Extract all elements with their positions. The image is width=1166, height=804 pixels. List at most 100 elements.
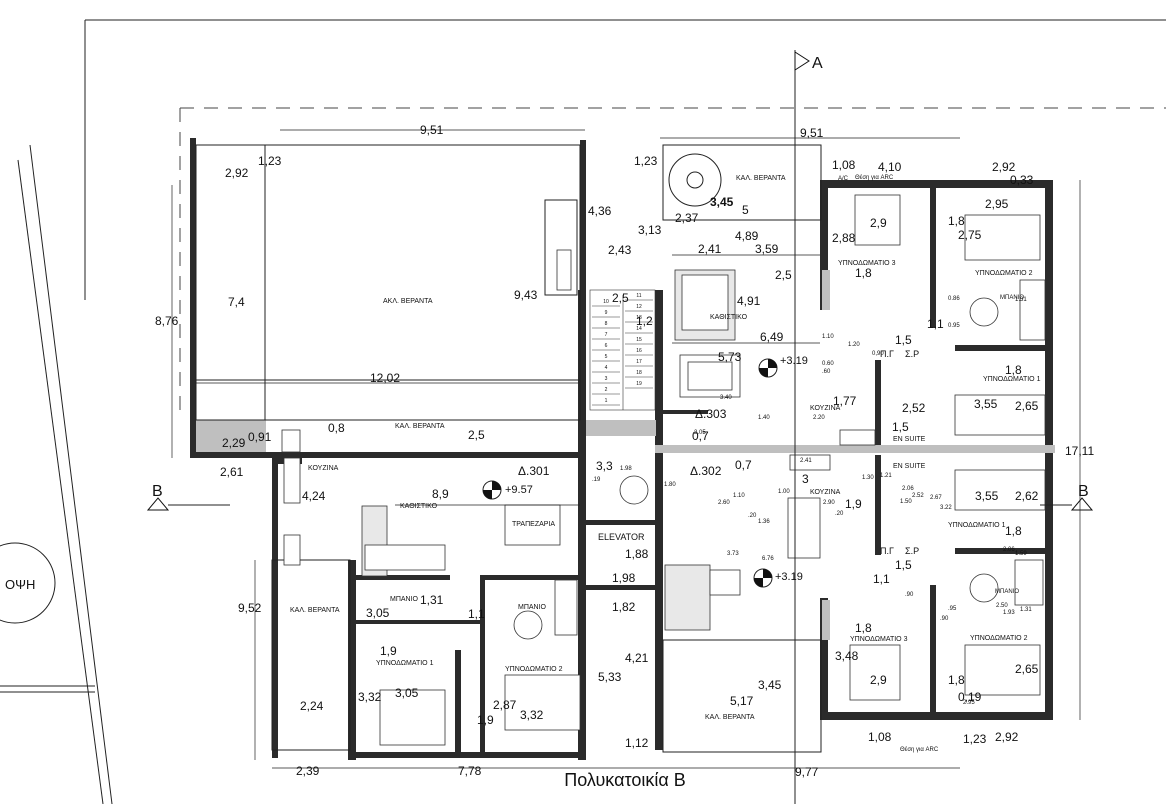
dim: 1,08 [832,158,856,172]
dim: 0,91 [248,430,272,444]
dim: 2,29 [222,436,246,450]
dim: .20 [748,513,757,519]
dim: 2,41 [698,242,722,256]
dim: 6,49 [760,330,784,344]
dim: 2,92 [995,730,1019,744]
dim: 2,92 [225,166,249,180]
dim: 4,24 [302,489,326,503]
dim: 1,8 [948,673,965,687]
dim: 2.06 [902,486,914,492]
dim: 1.31 [1015,297,1027,303]
dim: .20 [835,511,844,517]
dim: 2.20 [813,415,825,421]
dim: 2,24 [300,699,324,713]
dim: 2.67 [930,495,942,501]
apt-302: Δ.302 [690,464,722,478]
dim: 2,92 [992,160,1016,174]
dim: 2,9 [870,216,887,230]
section-markers [0,50,1094,804]
level-302: +3.19 [775,571,803,583]
dim: 1.93 [1003,610,1015,616]
dim: 1,23 [963,732,987,746]
dim: 2,5 [775,268,792,282]
apt-301: Δ.301 [518,464,550,478]
facade-label: ΟΨΗ [5,577,35,592]
dim: 9,51 [800,126,824,140]
dim: 1.80 [664,482,676,488]
dim: 7,78 [458,764,482,778]
stair-number: 3 [605,376,608,382]
dim: 1,1 [927,317,944,331]
dim: 2,75 [958,228,982,242]
dim: 1,08 [868,730,892,744]
dim: 2.41 [800,458,812,464]
dim: 2,62 [1015,489,1039,503]
dim: 3.22 [940,505,952,511]
room-pr-b: Π.Γ [880,546,894,556]
room-bed2-303: ΥΠΝΟΔΩΜΑΤΙΟ 2 [975,270,1033,277]
dim: 2,52 [902,401,926,415]
dim: 3,55 [974,397,998,411]
room-ensuite-a: EN SUITE [893,436,926,443]
dim: 1,2 [636,314,653,328]
dim: 1,88 [625,547,649,561]
dim: 8,76 [155,314,179,328]
dim: 4,36 [588,204,612,218]
dim: 6.76 [762,556,774,562]
dim: 2,95 [985,197,1009,211]
dim: .60 [822,369,831,375]
dim: 2,39 [296,764,320,778]
dim: 1.00 [778,489,790,495]
dim: 2.52 [912,493,924,499]
room-er-a: Σ.Ρ [905,349,919,359]
stair-number: 9 [605,310,608,316]
dim: 1,77 [833,394,857,408]
room-ac-note-top: Θέση για ARC [855,174,894,181]
dim: 3 [802,472,809,486]
stair-number: 18 [636,370,642,376]
dim: 1.30 [862,475,874,481]
dim: 1.36 [758,519,770,525]
dim: 2.90 [823,500,835,506]
dim: 2,88 [832,231,856,245]
room-bed1-303: ΥΠΝΟΔΩΜΑΤΙΟ 1 [983,376,1041,383]
dim: 2.05 [694,430,706,436]
stair-number: 15 [636,337,642,343]
room-bath-302: ΜΠΑΝΙΟ [995,589,1019,595]
stair-number: 19 [636,381,642,387]
dim: 3.40 [720,395,732,401]
dim: 4,89 [735,229,759,243]
dim: 0,90 [872,351,884,357]
dim: 1.21 [880,473,892,479]
dim: 0,7 [692,429,709,443]
dim: 3,3 [596,459,613,473]
dim: 2,65 [1015,399,1039,413]
dim: .95 [948,606,957,612]
dim: 3,05 [395,686,419,700]
dim: 1,1 [468,607,485,621]
stair-number: 2 [605,387,608,393]
interior-lines [195,144,822,753]
dim: 1,23 [258,154,282,168]
dim: 9,51 [420,123,444,137]
dim: 3,05 [366,606,390,620]
dim: 9,52 [238,601,262,615]
room-veranda-bottom: ΚΑΛ. ΒΕΡΑΝΤΑ [705,714,755,721]
labels: Πολυκατοικία Β A B B ΟΨΗ +9.57 +3.19 +3.… [5,55,1089,790]
dim: 1,8 [855,621,872,635]
dim: 1,98 [612,571,636,585]
dim: 4,21 [625,651,649,665]
room-dining-301: ΤΡΑΠΕΖΑΡΙΑ [512,521,555,528]
dim: 8,9 [432,487,449,501]
dim: 3,45 [710,195,734,209]
dim: 2.60 [718,500,730,506]
dim: 17,11 [1065,444,1094,458]
level-303: +3.19 [780,355,808,367]
stair-number: 17 [636,359,642,365]
dim: 1,9 [845,497,862,511]
dim: 1.98 [620,466,632,472]
dim: 1,12 [625,736,649,750]
dim: 3,59 [755,242,779,256]
spiral-stair [668,153,722,207]
